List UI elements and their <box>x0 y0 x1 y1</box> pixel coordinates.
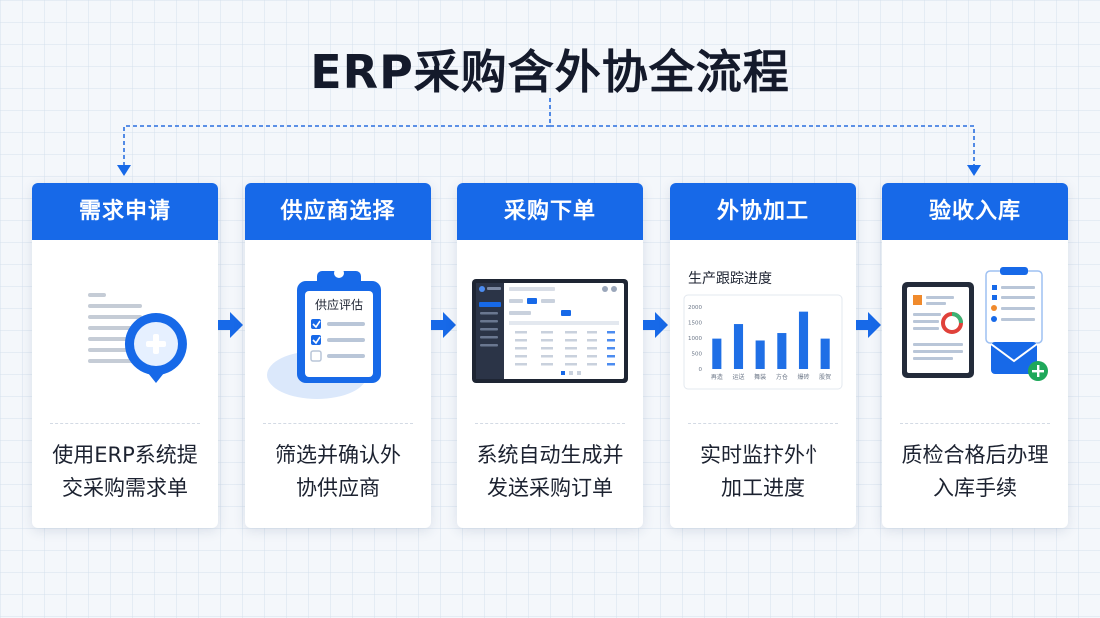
divider <box>688 423 838 424</box>
document-search-icon <box>88 293 187 383</box>
erp-screen-icon <box>472 279 628 383</box>
loop-connector <box>117 98 981 176</box>
x-tick-label: 再造 <box>711 373 723 381</box>
flow-arrow-icon <box>218 312 243 338</box>
chart-bar <box>820 338 830 369</box>
step-heading: 外协加工 <box>670 183 856 240</box>
step-card-outsourcing: 外协加工 生产跟踪进度 2000 1500 1000 500 0 再造 运送 舞装 方仓 爆砖 股… <box>670 183 856 528</box>
y-tick-label: 2000 <box>688 305 702 311</box>
step-description: 筛选并确认外 协供应商 <box>275 443 401 500</box>
chart-bar <box>755 340 765 369</box>
chart-bar <box>777 333 787 369</box>
y-tick-label: 1500 <box>688 321 702 327</box>
y-tick-label: 500 <box>692 352 703 358</box>
step-heading: 需求申请 <box>32 183 218 240</box>
step-description: 使用ERP系统提 交采购需求单 <box>52 443 198 500</box>
inspection-report-icon <box>902 267 1048 381</box>
divider <box>900 423 1050 424</box>
flow-arrow-icon <box>643 312 668 338</box>
divider <box>50 423 200 424</box>
page-title: ERP采购含外协全流程 <box>310 45 790 99</box>
step-card-requirement: 需求申请 使用ERP系统提 交采购需求单 <box>32 183 218 528</box>
loop-arrowhead-right-icon <box>967 165 981 176</box>
x-tick-label: 舞装 <box>754 373 766 381</box>
step-heading: 供应商选择 <box>245 183 431 240</box>
chart-bar <box>733 324 744 369</box>
step-card-order: 采购下单 <box>457 183 643 528</box>
divider <box>263 423 413 424</box>
loop-arrowhead-left-icon <box>117 165 131 176</box>
chart-title: 生产跟踪进度 <box>688 271 772 287</box>
x-tick-label: 运送 <box>732 373 744 381</box>
x-tick-label: 方仓 <box>776 373 788 381</box>
flow-arrow-icon <box>431 312 456 338</box>
y-tick-label: 0 <box>699 367 703 373</box>
step-card-warehousing: 验收入库 质检合格后办理 入库手续 <box>882 183 1068 528</box>
chart-bar <box>798 311 809 369</box>
clipboard-label: 供应评估 <box>315 297 363 312</box>
step-description: 质检合格后办理 入库手续 <box>901 443 1049 500</box>
y-tick-label: 1000 <box>688 336 702 342</box>
step-heading: 采购下单 <box>457 183 643 240</box>
divider <box>475 423 625 424</box>
step-description: 系统自动生成并 发送采购订单 <box>476 443 624 500</box>
flow-arrow-icon <box>856 312 881 338</box>
chart-bar <box>712 338 722 369</box>
x-tick-label: 股贺 <box>819 373 831 381</box>
step-heading: 验收入库 <box>882 183 1068 240</box>
clipboard-checklist-icon: 供应评估 <box>267 268 381 399</box>
step-description: 实时监抃外忄 加工进度 <box>700 443 826 500</box>
progress-chart: 生产跟踪进度 2000 1500 1000 500 0 再造 运送 舞装 方仓 爆砖 股贺 <box>683 271 843 390</box>
x-tick-label: 爆砖 <box>797 373 809 381</box>
step-card-supplier: 供应商选择 供应评估 筛选并确认外 协供应商 <box>245 183 431 528</box>
